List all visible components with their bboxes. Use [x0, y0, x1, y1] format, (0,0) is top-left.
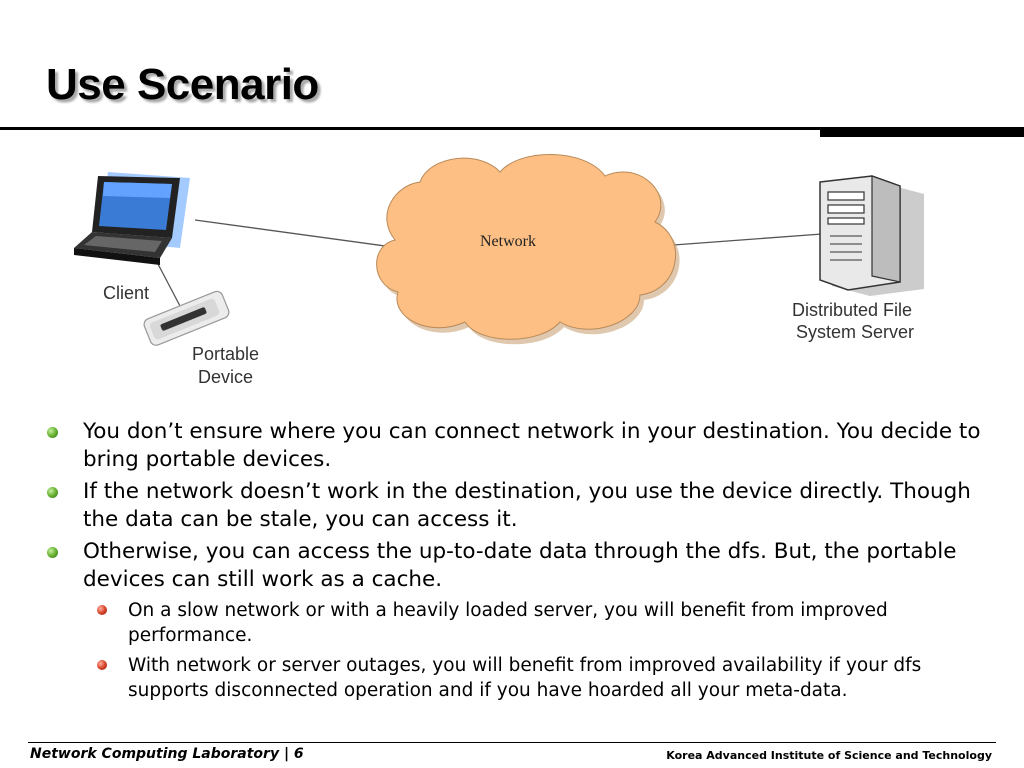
title-underline-accent	[820, 127, 1024, 137]
sub-bullet-item: On a slow network or with a heavily load…	[44, 598, 994, 648]
server-label-line1: Distributed File	[792, 300, 912, 320]
red-bullet-icon	[97, 660, 107, 670]
green-bullet-icon	[47, 427, 58, 438]
sub-bullet-text: On a slow network or with a heavily load…	[128, 600, 888, 646]
bullet-item: Otherwise, you can access the up-to-date…	[44, 538, 994, 594]
sub-bullet-item: With network or server outages, you will…	[44, 653, 994, 703]
usb-drive-icon	[143, 290, 230, 346]
slide-title: Use Scenario	[46, 60, 319, 109]
title-underline	[0, 127, 1024, 130]
use-scenario-diagram: Network Client Portable Device Distribut…	[74, 154, 924, 387]
sub-bullet-text: With network or server outages, you will…	[128, 655, 922, 701]
client-portable-link	[157, 263, 181, 307]
footer-lab-page: Network Computing Laboratory | 6	[30, 746, 304, 762]
server-tower-icon	[819, 175, 924, 296]
bullet-text: If the network doesn’t work in the desti…	[83, 479, 971, 532]
server-label-line2: System Server	[796, 322, 914, 342]
bullet-text: You don’t ensure where you can connect n…	[83, 419, 981, 472]
network-cloud-icon	[376, 154, 680, 345]
laptop-icon	[74, 172, 190, 265]
footer-divider	[28, 742, 996, 743]
portable-label-line1: Portable	[192, 344, 259, 364]
client-network-link	[194, 219, 386, 247]
bullet-list: You don’t ensure where you can connect n…	[44, 418, 994, 708]
bullet-item: You don’t ensure where you can connect n…	[44, 418, 994, 474]
network-label: Network	[480, 233, 536, 250]
red-bullet-icon	[97, 605, 107, 615]
green-bullet-icon	[47, 487, 58, 498]
portable-label-line2: Device	[198, 367, 253, 387]
bullet-text: Otherwise, you can access the up-to-date…	[83, 539, 957, 592]
green-bullet-icon	[47, 547, 58, 558]
network-server-link	[659, 233, 823, 247]
bullet-item: If the network doesn’t work in the desti…	[44, 478, 994, 534]
client-label: Client	[103, 283, 149, 303]
footer-institution: Korea Advanced Institute of Science and …	[666, 749, 992, 762]
